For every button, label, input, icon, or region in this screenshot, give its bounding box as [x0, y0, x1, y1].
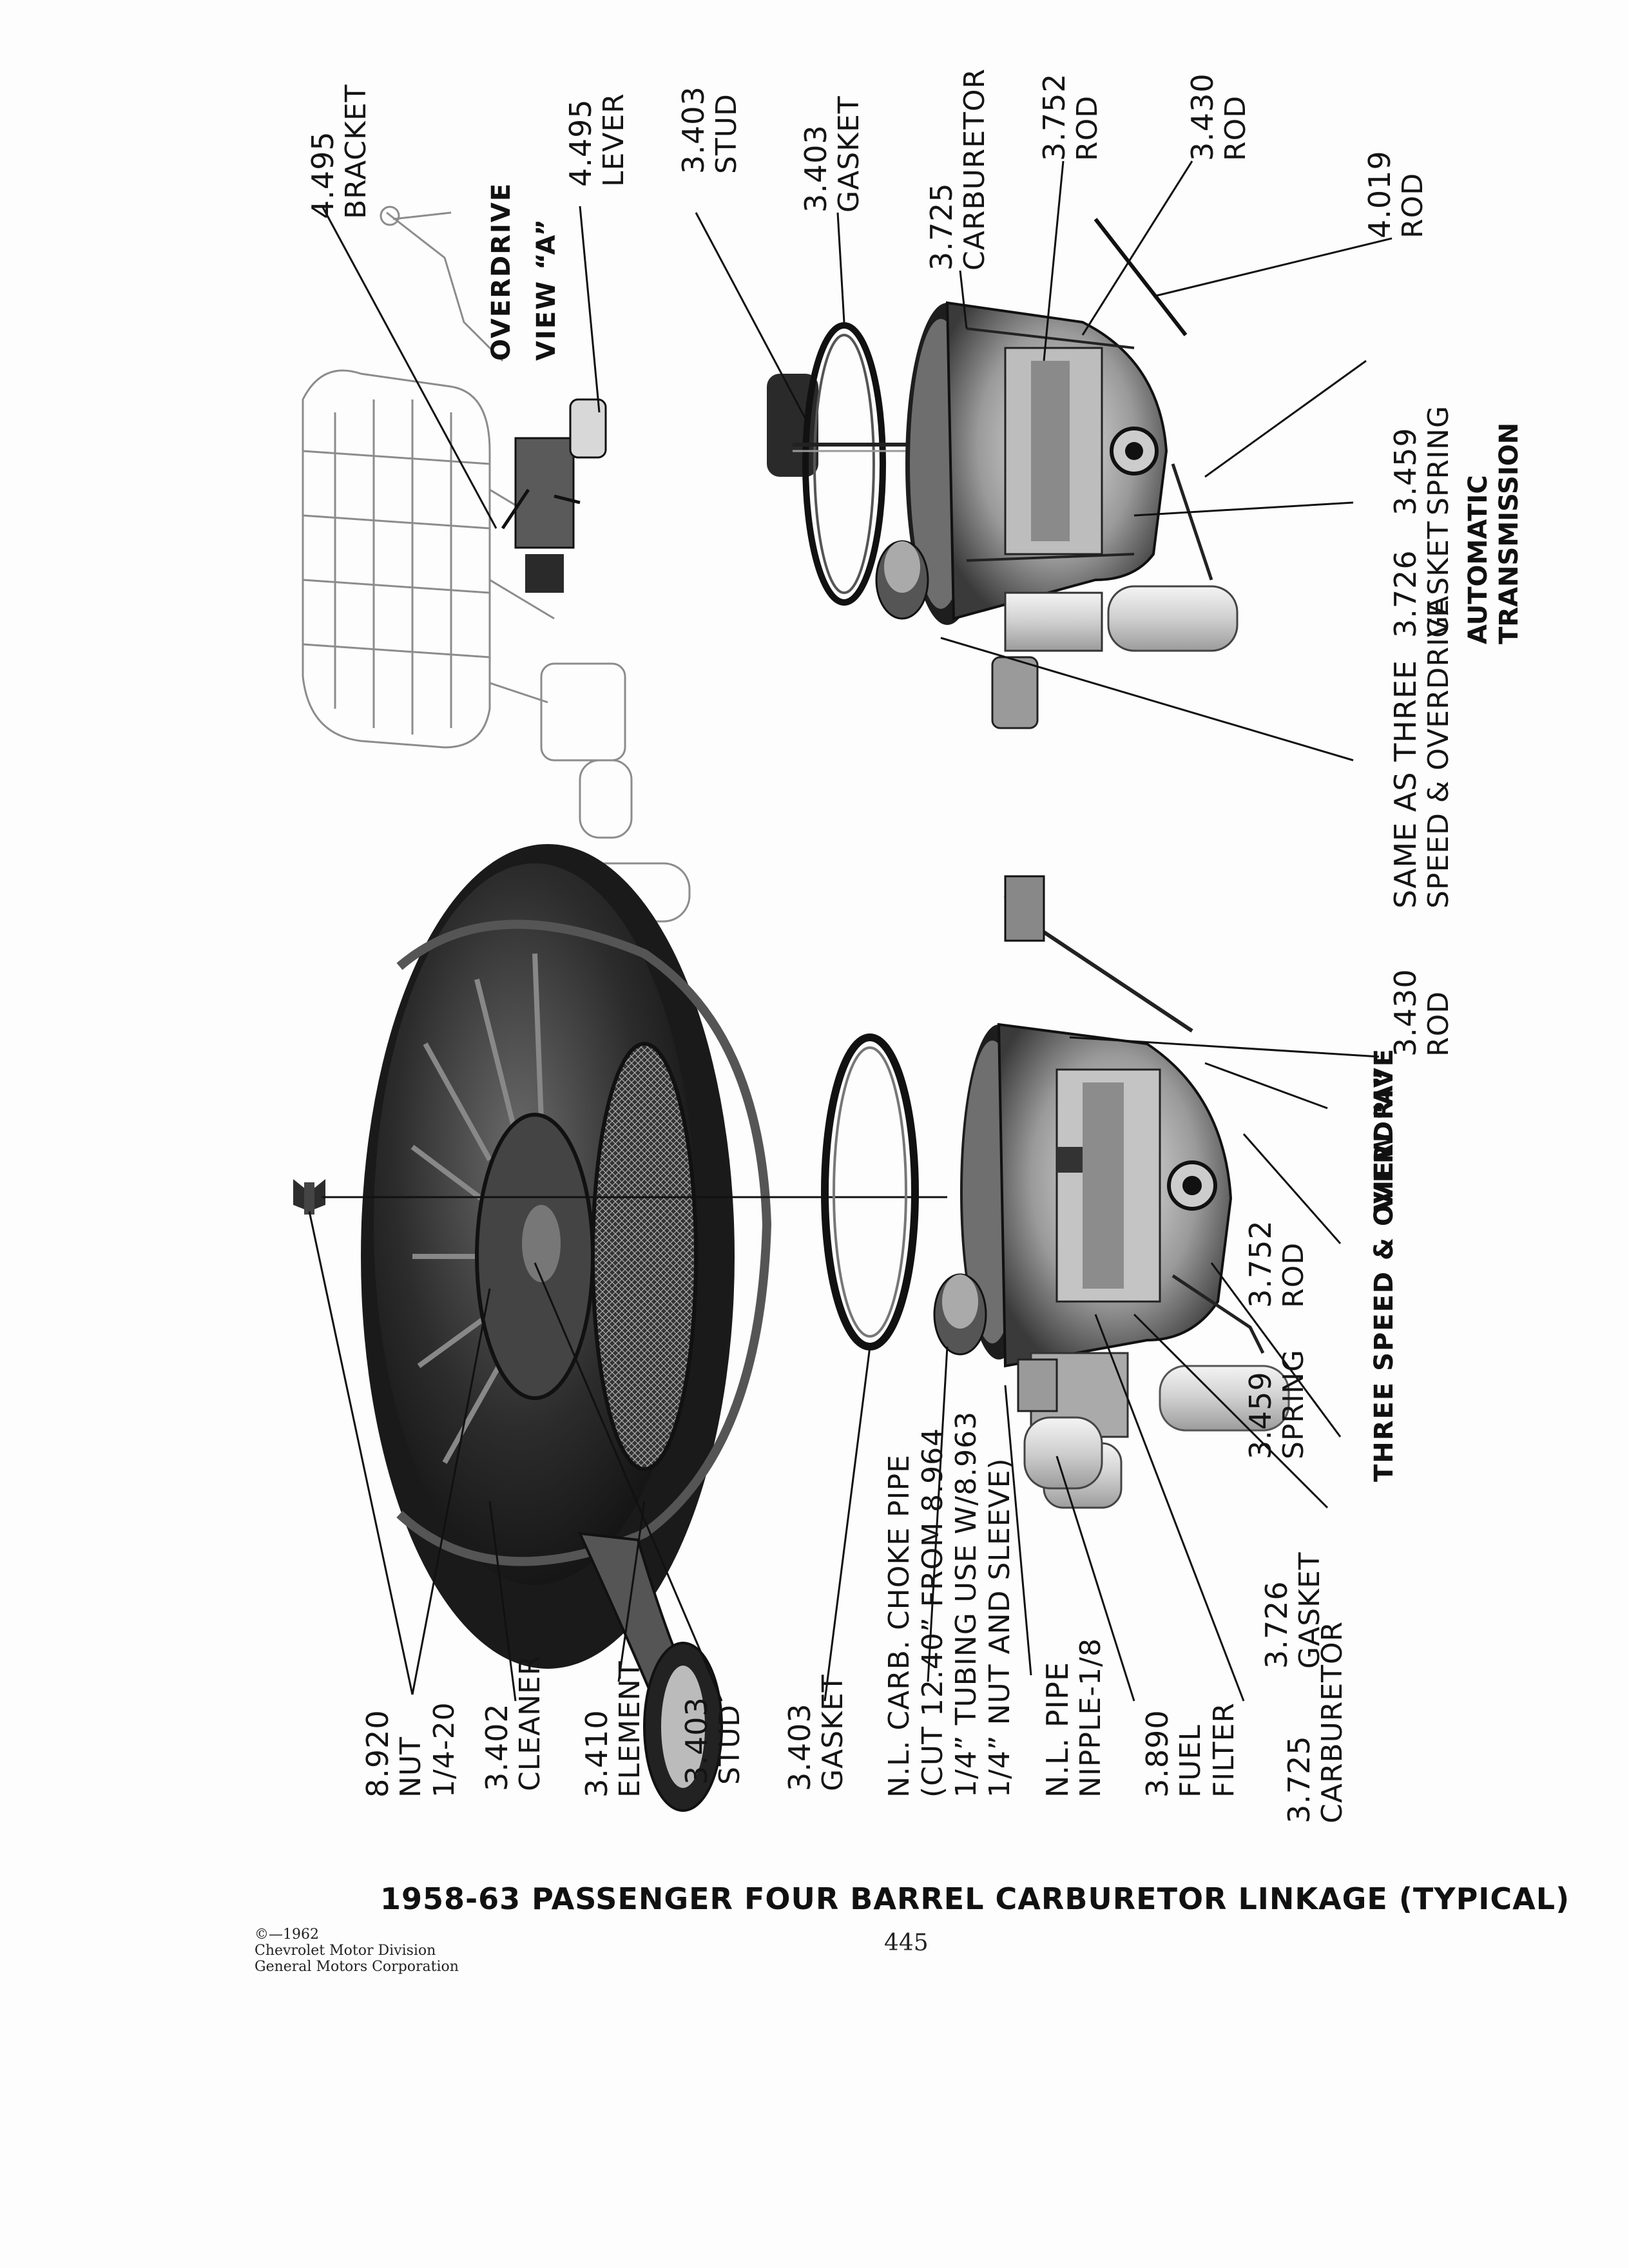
- copyright-notice: ©—1962 Chevrolet Motor Division General …: [255, 1927, 459, 1975]
- overdrive-bracket: [501, 398, 607, 593]
- leader-lines: [308, 160, 1393, 1702]
- caption-overdrive: OVERDRIVE: [487, 182, 516, 361]
- page-number: 445: [884, 1930, 929, 1956]
- gasket-ring: [821, 1033, 919, 1350]
- wing-nut: [293, 1179, 947, 1215]
- automatic-carburetor: [875, 218, 1239, 729]
- air-cleaner-housing: [361, 844, 772, 1812]
- three-speed-carburetor: [933, 875, 1290, 1509]
- caption-view-a-title: VIEW “A”: [532, 218, 561, 361]
- fuel-filter: [1017, 1358, 1103, 1490]
- automatic-air-cleaner-base: [767, 322, 954, 606]
- caption-three-speed-overdrive: THREE SPEED & OVERDRIVE: [1369, 1047, 1399, 1482]
- overdrive-view-sketch: [302, 206, 691, 923]
- page-title: 1958-63 PASSENGER FOUR BARREL CARBURETOR…: [380, 1881, 1570, 1916]
- callout-choke-pipe: N.L. CARB. CHOKE PIPE(CUT 12.40” FROM 8.…: [883, 1410, 1016, 1798]
